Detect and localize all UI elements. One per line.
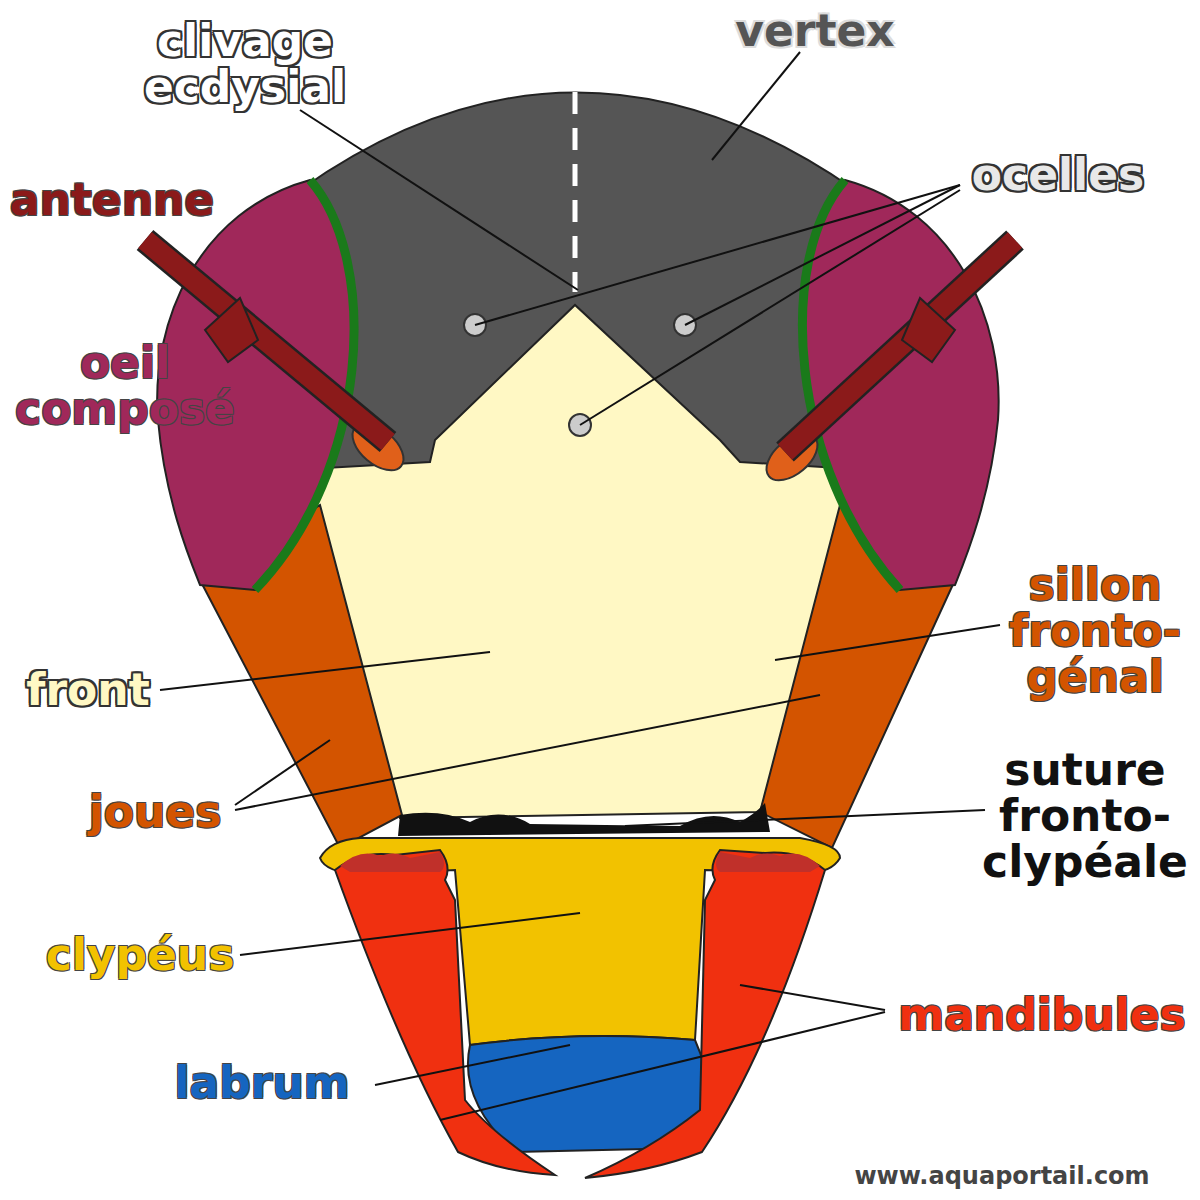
mandible-base [716, 852, 820, 872]
suture [398, 803, 770, 836]
leader-line [235, 740, 330, 805]
part-label: ocelles [972, 152, 1144, 198]
leader-line [440, 1012, 885, 1120]
left-mandible [335, 850, 555, 1175]
leader-line [580, 190, 960, 425]
part-label: labrum [174, 1060, 349, 1106]
part-label: sillon fronto- génal [1009, 562, 1181, 700]
part-label: oeil composé [15, 340, 235, 432]
leader-line [685, 185, 960, 325]
leader-line [300, 110, 578, 290]
antenna-pedicel [902, 298, 955, 362]
right-mandible [585, 850, 825, 1178]
vertex-area [290, 93, 870, 471]
leader-line [775, 625, 1000, 660]
part-label: vertex [735, 8, 894, 54]
part-label: antenne [10, 177, 214, 223]
leader-line [160, 652, 490, 690]
antenna-pedicel [205, 298, 258, 362]
part-label: clypéus [46, 932, 235, 978]
leader-line [712, 52, 800, 160]
mandible-base [340, 852, 444, 872]
part-label: joues [89, 789, 222, 835]
antenna [785, 240, 1015, 452]
leader-line [240, 913, 580, 955]
watermark: www.aquaportail.com [854, 1162, 1149, 1190]
leader-lines [160, 52, 1000, 1120]
leader-line [625, 810, 985, 826]
leader-line [740, 985, 885, 1010]
antenna-outline [785, 240, 1015, 452]
right-eye [802, 180, 998, 590]
ecdysial-line [573, 92, 578, 292]
leader-line [235, 695, 820, 810]
part-label: front [26, 667, 149, 713]
leader-line [375, 1045, 570, 1085]
part-label: suture fronto- clypéale [982, 747, 1188, 885]
leader-line [475, 185, 960, 325]
part-label: mandibules [898, 992, 1185, 1038]
part-label: clivage ecdysial [144, 18, 346, 110]
